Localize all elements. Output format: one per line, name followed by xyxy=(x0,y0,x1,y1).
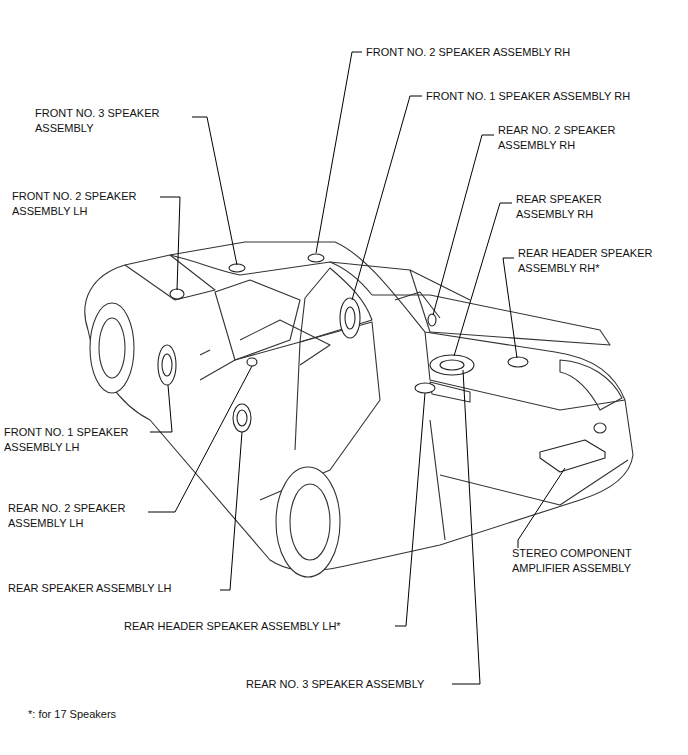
speaker xyxy=(233,404,251,432)
wheel xyxy=(99,318,125,378)
part-label: REAR HEADER SPEAKER ASSEMBLY RH* xyxy=(518,246,680,276)
trunk-lid xyxy=(425,332,625,410)
leader-line xyxy=(148,366,252,512)
leader-line xyxy=(503,258,517,358)
speaker xyxy=(428,314,436,326)
speaker xyxy=(508,357,528,367)
car-body xyxy=(85,242,633,571)
leader-line xyxy=(150,385,172,432)
part-label: REAR NO. 2 SPEAKER ASSEMBLY RH xyxy=(498,123,643,153)
speaker xyxy=(345,307,355,329)
part-label: FRONT NO. 2 SPEAKER ASSEMBLY LH xyxy=(12,189,162,219)
tail-light xyxy=(560,360,622,410)
wheel xyxy=(276,467,340,577)
seat xyxy=(240,320,330,365)
door-line xyxy=(295,342,300,450)
speaker xyxy=(158,345,176,385)
speaker xyxy=(170,289,184,299)
speaker xyxy=(308,254,324,262)
amplifier xyxy=(540,452,605,472)
part-label: REAR SPEAKER ASSEMBLY RH xyxy=(516,192,626,222)
part-label: REAR SPEAKER ASSEMBLY LH xyxy=(8,581,171,596)
speaker xyxy=(229,264,245,272)
rear-window xyxy=(372,295,610,345)
part-label: FRONT NO. 2 SPEAKER ASSEMBLY RH xyxy=(366,45,570,60)
interior-line xyxy=(330,262,470,300)
leader-line xyxy=(192,117,237,265)
speaker xyxy=(430,355,474,375)
leader-line xyxy=(433,135,494,315)
leader-line xyxy=(160,197,180,290)
speaker xyxy=(237,410,247,426)
door-handle xyxy=(200,350,210,355)
leader-line xyxy=(220,432,242,590)
leader-line xyxy=(454,203,512,356)
windshield xyxy=(125,255,215,300)
speaker xyxy=(162,354,172,376)
footnote: *: for 17 Speakers xyxy=(28,707,116,722)
leader-line xyxy=(316,52,362,253)
side-window xyxy=(215,280,300,360)
roof-line xyxy=(170,255,372,295)
part-label: STEREO COMPONENT AMPLIFIER ASSEMBLY xyxy=(512,546,680,576)
emblem xyxy=(594,423,606,433)
wheel xyxy=(290,484,330,560)
leader-line xyxy=(352,96,422,300)
side-window xyxy=(300,268,372,342)
door-line xyxy=(200,322,380,500)
part-label: REAR HEADER SPEAKER ASSEMBLY LH* xyxy=(124,619,341,634)
part-label: FRONT NO. 1 SPEAKER ASSEMBLY LH xyxy=(4,425,154,455)
speaker xyxy=(440,360,464,370)
speaker xyxy=(340,298,360,338)
speaker xyxy=(415,383,435,393)
leader-line xyxy=(452,370,480,684)
part-label: REAR NO. 3 SPEAKER ASSEMBLY xyxy=(246,677,424,692)
part-label: FRONT NO. 1 SPEAKER ASSEMBLY RH xyxy=(426,89,630,104)
part-label: REAR NO. 2 SPEAKER ASSEMBLY LH xyxy=(8,501,153,531)
part-label: FRONT NO. 3 SPEAKER ASSEMBLY xyxy=(35,106,185,136)
speaker xyxy=(247,358,257,366)
wheel xyxy=(90,303,134,393)
leader-line xyxy=(395,393,425,626)
leader-line xyxy=(518,468,565,548)
bumper xyxy=(430,420,445,540)
